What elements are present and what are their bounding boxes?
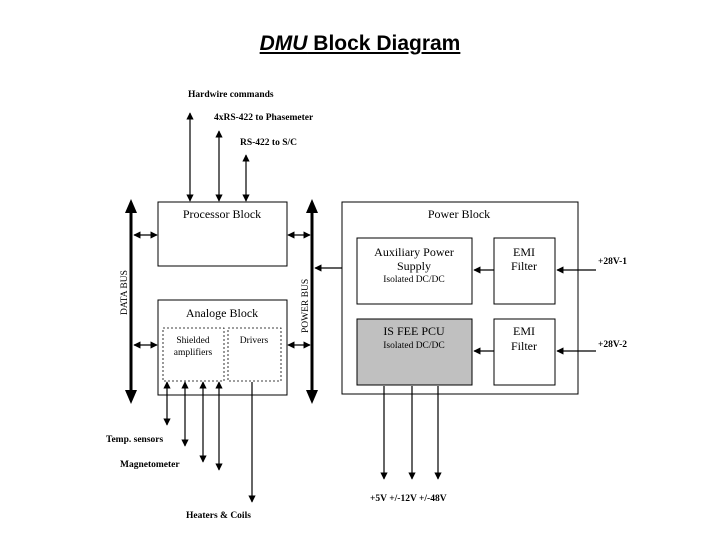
analoge-block-label: Analoge Block <box>186 306 258 320</box>
aux-power-supply-block <box>356 237 473 305</box>
page-title: DMU Block Diagram <box>0 32 720 56</box>
label-28v1: +28V-1 <box>598 257 627 267</box>
isfee-label-line1: IS FEE PCU <box>383 324 445 338</box>
drivers-label: Drivers <box>240 336 269 346</box>
aux-label-line3: Isolated DC/DC <box>383 275 444 285</box>
label-rs422-sc: RS-422 to S/C <box>240 138 297 148</box>
shielded-label-line2: amplifiers <box>174 347 213 358</box>
label-rs422-phasemeter: 4xRS-422 to Phasemeter <box>214 113 314 123</box>
data-bus-label: DATA BUS <box>120 270 130 315</box>
label-hardwire-commands: Hardwire commands <box>188 90 274 100</box>
emi-filter-1-block <box>493 237 556 305</box>
data-bus-arrow-top <box>125 199 137 213</box>
emi1-label-line2: Filter <box>511 259 537 273</box>
power-bus-arrow-top <box>306 199 318 213</box>
power-bus-label: POWER BUS <box>301 279 311 333</box>
emi1-label-line1: EMI <box>513 245 535 259</box>
shielded-label-line1: Shielded <box>176 336 209 346</box>
label-28v2: +28V-2 <box>598 340 627 350</box>
title-dmu: DMU <box>259 32 308 55</box>
power-block-label: Power Block <box>428 207 490 221</box>
aux-label-line1: Auxiliary Power <box>374 245 454 259</box>
data-bus-arrow-bottom <box>125 390 137 404</box>
processor-block-label: Processor Block <box>183 207 261 221</box>
label-temp-sensors: Temp. sensors <box>106 435 163 445</box>
shielded-amplifiers-box <box>162 327 225 382</box>
title-rest: Block Diagram <box>307 32 461 55</box>
emi-filter-2-block <box>493 318 556 386</box>
analoge-block <box>157 299 288 396</box>
emi2-label-line1: EMI <box>513 324 535 338</box>
processor-block <box>157 201 288 267</box>
aux-label-line2: Supply <box>397 259 431 273</box>
isfee-label-line2: Isolated DC/DC <box>383 341 444 351</box>
drivers-box <box>227 327 282 382</box>
label-outputs: +5V +/-12V +/-48V <box>370 494 447 504</box>
label-heaters-coils: Heaters & Coils <box>186 511 251 521</box>
emi2-label-line2: Filter <box>511 339 537 353</box>
label-magnetometer: Magnetometer <box>120 460 180 470</box>
power-bus-arrow-bottom <box>306 390 318 404</box>
is-fee-pcu-block <box>356 318 473 386</box>
